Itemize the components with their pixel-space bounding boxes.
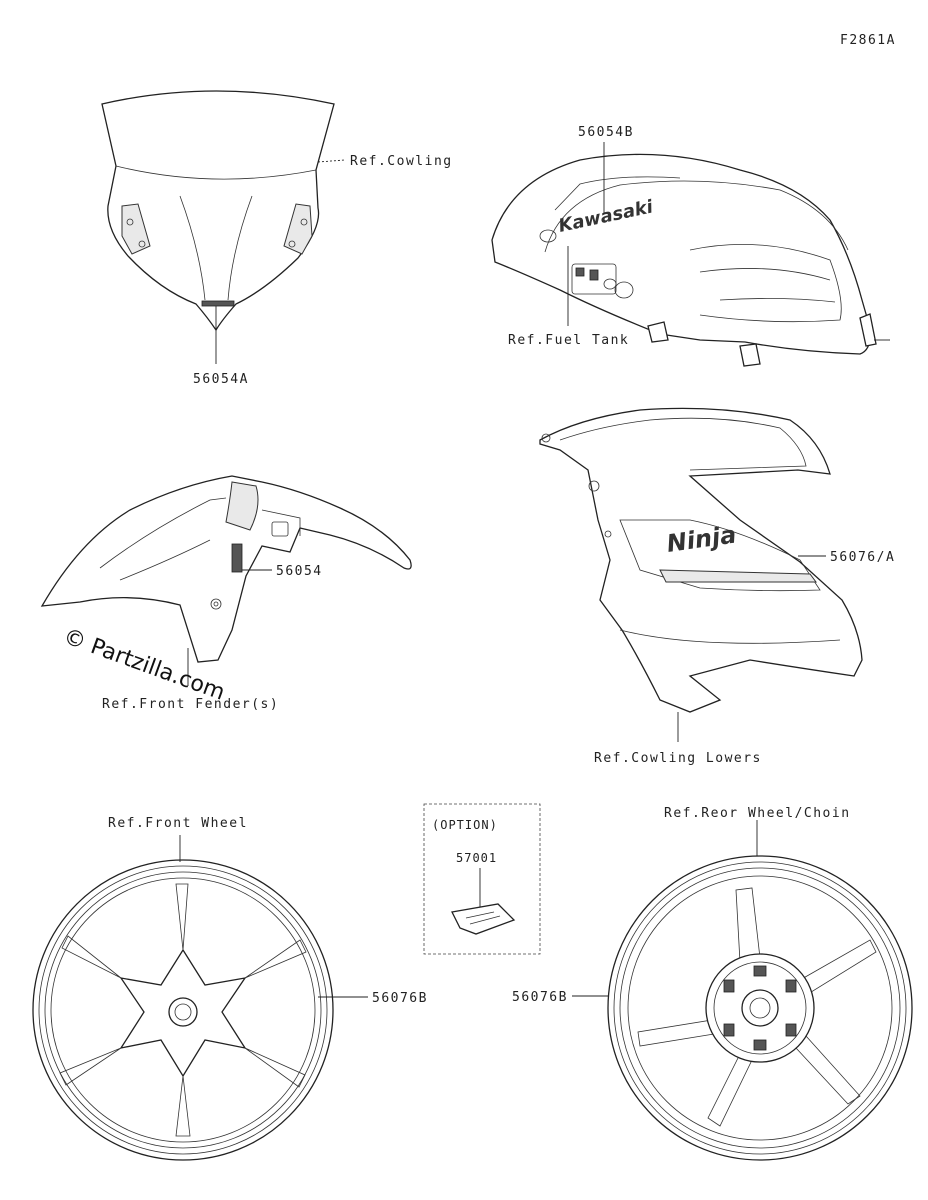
option-clip-illustration [451, 903, 516, 935]
front-wheel-part-number: 56076B [372, 991, 428, 1006]
option-title: (OPTION) [432, 818, 498, 832]
rear-wheel-illustration [607, 855, 913, 1161]
windshield-illustration [101, 90, 335, 332]
figure-id: F2861A [840, 33, 896, 48]
front-fender-illustration [40, 475, 412, 663]
fender-ref-label: Ref.Front Fender(s) [102, 697, 279, 712]
rear-wheel-part-number: 56076B [512, 990, 568, 1005]
option-part-number: 57001 [456, 851, 497, 865]
tank-part-number: 56054B [578, 125, 634, 140]
cowl-ref-label: Ref.Cowling Lowers [594, 751, 762, 766]
fender-part-number: 56054 [276, 564, 323, 579]
cowl-part-number: 56076/A [830, 550, 895, 565]
front-wheel-ref-label: Ref.Front Wheel [108, 816, 248, 831]
tank-ref-label: Ref.Fuel Tank [508, 333, 629, 348]
option-box [423, 803, 541, 955]
windshield-ref-label: Ref.Cowling [350, 154, 453, 169]
cowling-lower-illustration [539, 407, 863, 713]
windshield-part-number: 56054A [193, 372, 249, 387]
fuel-tank-illustration [491, 153, 890, 367]
rear-wheel-ref-label: Ref.Reor Wheel/Choin [664, 806, 851, 821]
front-wheel-illustration [32, 859, 334, 1161]
